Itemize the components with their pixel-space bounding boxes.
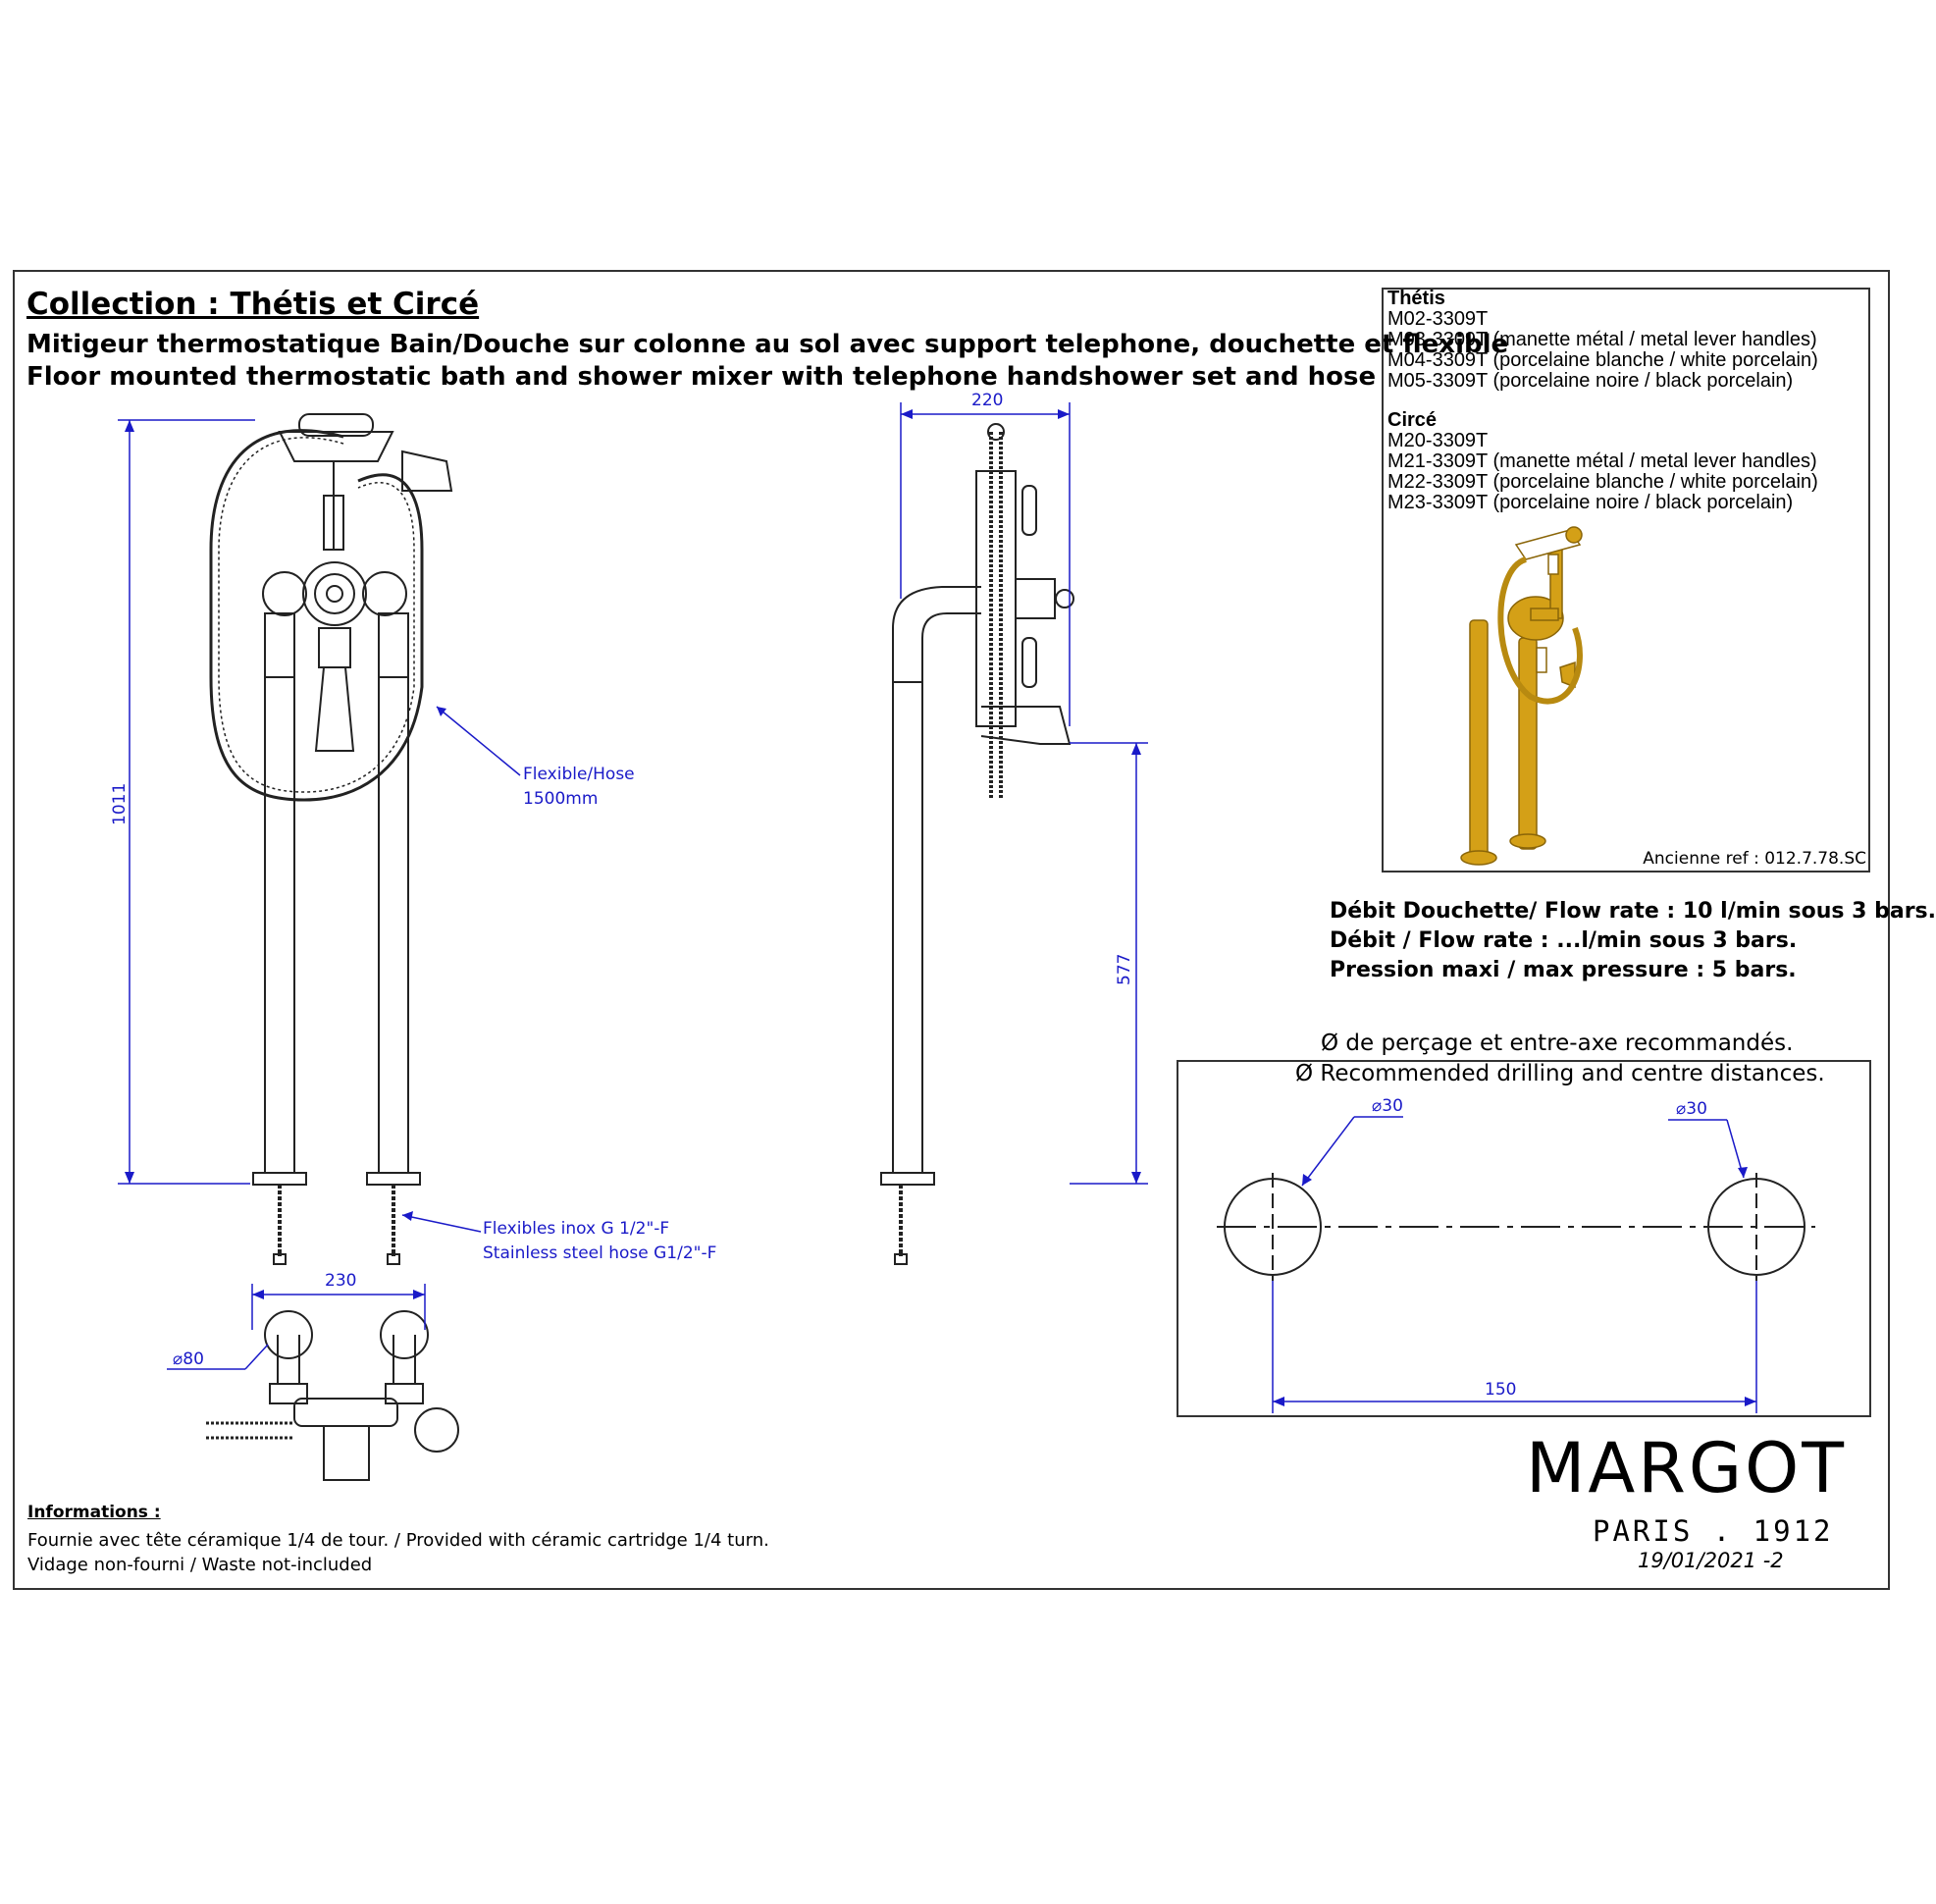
ref-item: M05-3309T (porcelaine noire / black porc… (1387, 370, 1794, 392)
info-heading: Informations : (27, 1503, 161, 1522)
dimension-arrows (125, 409, 1756, 1406)
thetis-heading: Thétis (1387, 288, 1445, 309)
spec-flow-shower: Débit Douchette/ Flow rate : 10 l/min so… (1330, 899, 1936, 924)
note-supply-1: Flexibles inox G 1/2"-F (483, 1219, 670, 1239)
ref-item: M02-3309T (1387, 308, 1489, 330)
collection-title: Collection : Thétis et Circé (26, 287, 480, 322)
brand-tagline: PARIS . 1912 (1593, 1514, 1834, 1548)
dimension-lines (118, 402, 1757, 1413)
dimension-centre: 230 (325, 1271, 357, 1291)
ref-item: M03-3309T (manette métal / metal lever h… (1387, 329, 1817, 350)
note-hose-2: 1500mm (523, 789, 599, 809)
drawing-sheet-border (13, 270, 1890, 1590)
old-reference: Ancienne ref : 012.7.78.SC (1643, 849, 1866, 869)
product-title-fr: Mitigeur thermostatique Bain/Douche sur … (26, 330, 1509, 359)
hole-diameter-left: ⌀30 (1372, 1096, 1403, 1116)
dimension-flange-diameter: ⌀80 (173, 1349, 204, 1369)
dimension-depth: 220 (971, 391, 1004, 410)
top-view (206, 1310, 459, 1481)
drilling-box (1177, 1060, 1871, 1417)
drilling-title-en: Ø Recommended drilling and centre distan… (1295, 1061, 1825, 1086)
spec-flow-rate: Débit / Flow rate : ...l/min sous 3 bars… (1330, 928, 1798, 953)
drilling-title-fr: Ø de perçage et entre-axe recommandés. (1321, 1031, 1794, 1056)
centre-distance-label: 150 (1485, 1380, 1517, 1400)
ref-item: M21-3309T (manette métal / metal lever h… (1387, 450, 1817, 472)
note-supply-2: Stainless steel hose G1/2"-F (483, 1243, 717, 1263)
circe-heading: Circé (1387, 409, 1438, 431)
drilling-holes (1217, 1173, 1815, 1281)
spec-max-pressure: Pression maxi / max pressure : 5 bars. (1330, 958, 1797, 982)
ref-item: M22-3309T (porcelaine blanche / white po… (1387, 471, 1818, 493)
ref-item: M20-3309T (1387, 430, 1489, 451)
brand-logo: MARGOT (1526, 1428, 1848, 1508)
product-illustration (1460, 526, 1583, 866)
note-hose-1: Flexible/Hose (523, 765, 635, 784)
reference-box (1382, 288, 1870, 873)
product-title-en: Floor mounted thermostatic bath and show… (26, 362, 1377, 392)
drawing-date: 19/01/2021 -2 (1638, 1549, 1784, 1572)
side-view (880, 423, 1074, 1265)
ref-item: M04-3309T (porcelaine blanche / white po… (1387, 349, 1818, 371)
ref-item: M23-3309T (porcelaine noire / black porc… (1387, 492, 1794, 513)
info-line-2: Vidage non-fourni / Waste not-included (27, 1555, 373, 1575)
front-view (209, 413, 453, 1265)
info-line-1: Fournie avec tête céramique 1/4 de tour.… (27, 1530, 769, 1551)
hole-diameter-right: ⌀30 (1676, 1099, 1707, 1119)
